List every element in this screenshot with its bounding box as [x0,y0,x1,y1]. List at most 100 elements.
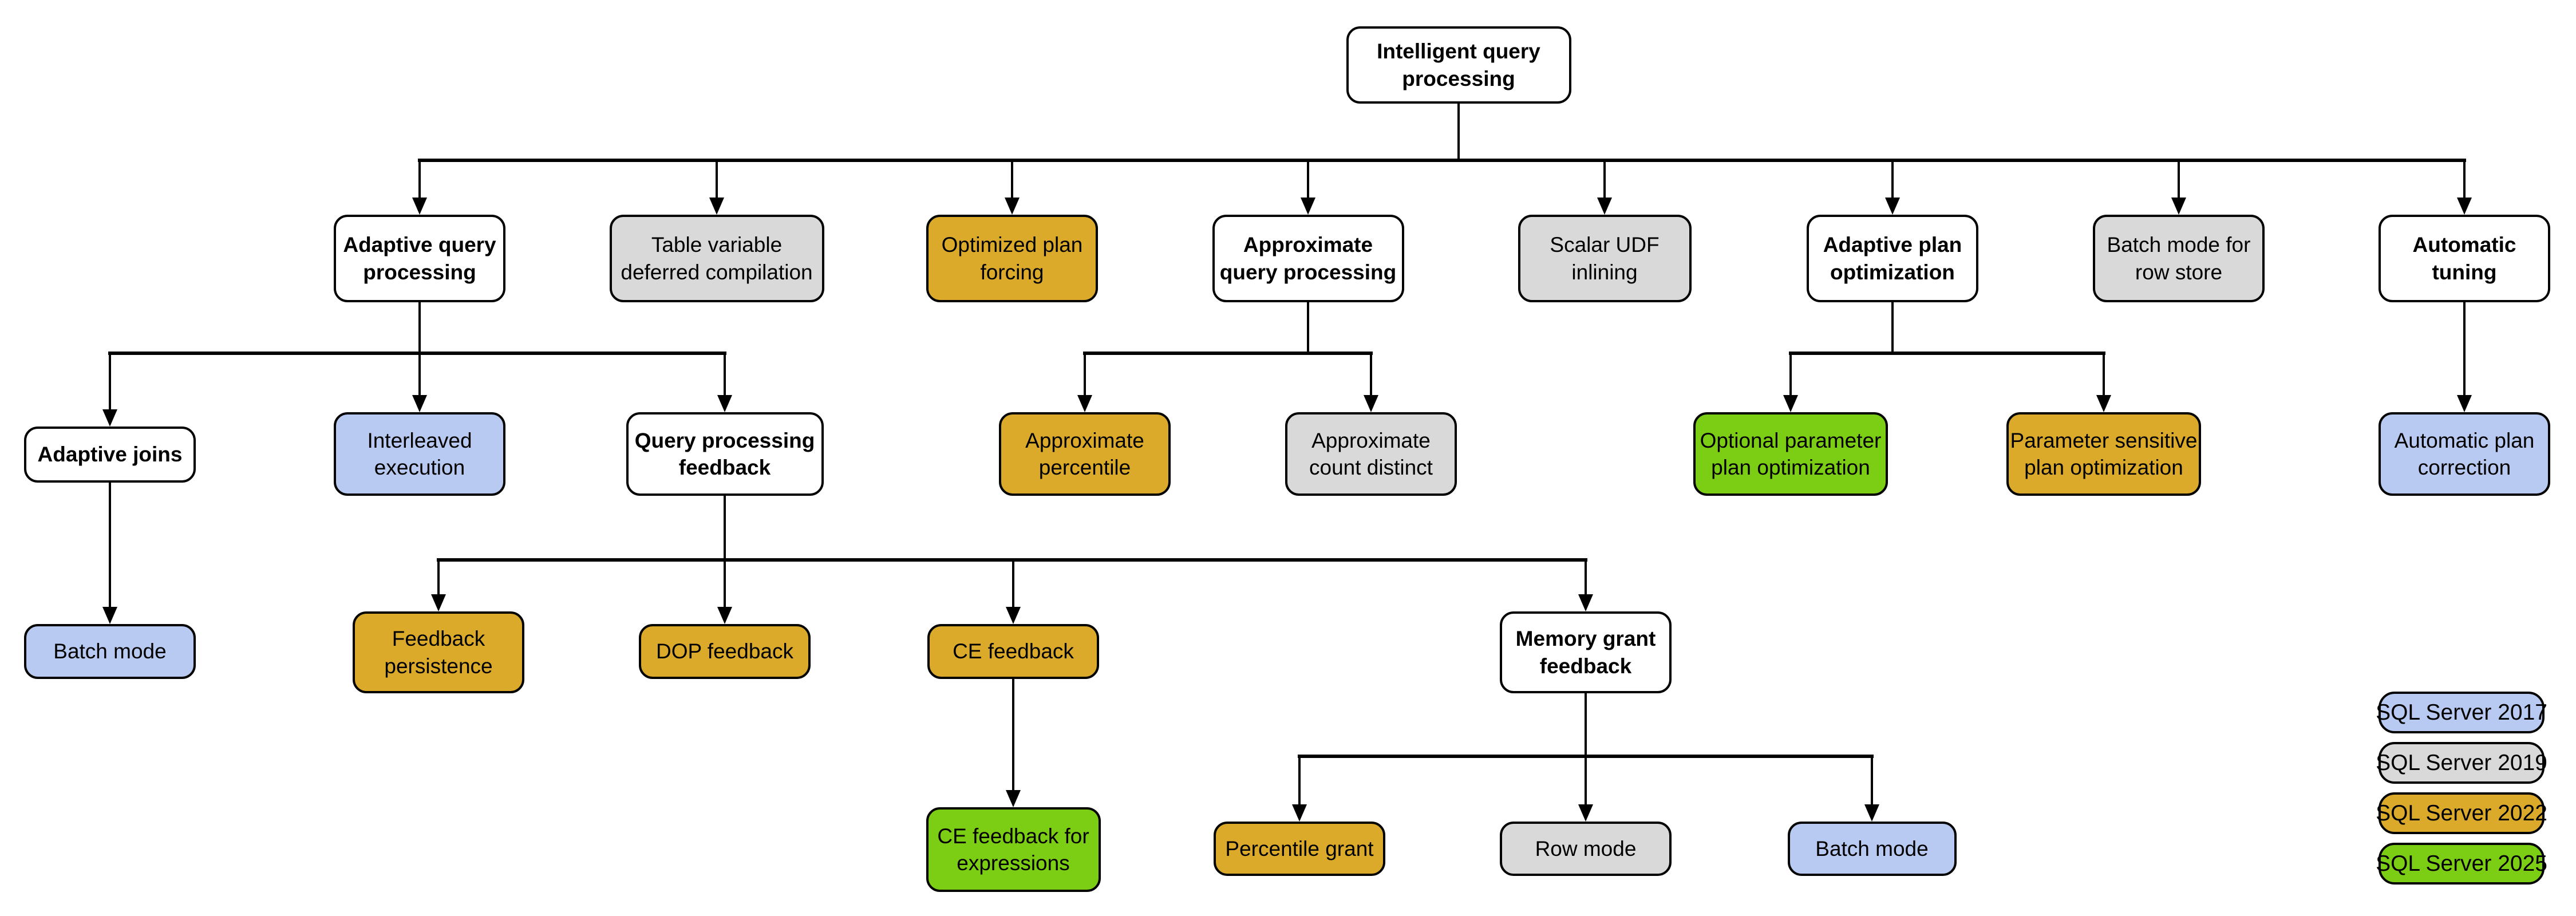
node-label: Automatic plan correction [2394,428,2535,479]
arrowhead-down-icon [1864,804,1879,822]
connector-line [2463,160,2466,200]
legend-item-sql-server-2017: SQL Server 2017 [2376,692,2547,733]
arrowhead-down-icon [2457,198,2472,215]
connector-line [1012,560,1014,609]
node-label: Intelligent query processing [1377,40,1540,90]
connector-line [724,353,726,397]
arrowhead-down-icon [717,607,732,624]
node-label: CE feedback for expressions [937,824,1089,875]
node-label: Batch mode for row store [2107,233,2251,284]
connector-line [437,560,440,597]
arrowhead-down-icon [412,395,427,412]
node-table-variable-deferred-compilation: Table variable deferred compilation [609,215,824,302]
connector-line [418,159,2466,162]
node-row-mode: Row mode [1500,822,1672,876]
connector-line [1585,560,1587,597]
connector-line [1871,756,1873,807]
connector-line [109,550,111,609]
node-label: Percentile grant [1225,836,1374,860]
arrowhead-down-icon [1292,804,1307,822]
arrowhead-down-icon [1301,198,1315,215]
connector-line [716,160,718,200]
legend-item-sql-server-2019: SQL Server 2019 [2376,742,2547,784]
connector-line [2178,160,2180,200]
arrowhead-down-icon [1006,790,1021,807]
arrowhead-down-icon [2096,395,2111,412]
node-label: Approximate query processing [1219,233,1397,284]
node-percentile-grant: Percentile grant [1214,822,1385,876]
node-label: Feedback persistence [384,627,493,678]
connector-line [1307,160,1309,200]
node-label: Optional parameter plan optimization [1700,428,1882,479]
arrowhead-down-icon [1578,804,1593,822]
connector-line [1012,744,1014,792]
connector-line [1789,352,2105,355]
arrowhead-down-icon [2171,198,2186,215]
node-batch-mode-for-row-store: Batch mode for row store [2093,215,2265,302]
node-label: Parameter sensitive plan optimization [2010,428,2198,479]
node-query-processing-feedback: Query processing feedback [626,412,824,496]
node-label: Interleaved execution [367,428,472,479]
arrowhead-down-icon [1597,198,1612,215]
node-label: Batch mode [53,639,167,664]
node-dop-feedback: DOP feedback [639,624,811,679]
connector-line [2463,302,2466,353]
connector-line [418,302,421,353]
node-interleaved-execution: Interleaved execution [334,412,505,496]
node-label: Optimized plan forcing [941,233,1083,284]
connector-line [1891,160,1894,200]
legend-label: SQL Server 2025 [2376,851,2547,876]
arrowhead-down-icon [1006,607,1021,624]
connector-line [2103,353,2105,397]
node-label: Scalar UDF inlining [1550,233,1660,284]
arrowhead-down-icon [1005,198,1020,215]
arrowhead-down-icon [1783,395,1798,412]
node-adaptive-joins: Adaptive joins [24,427,196,483]
node-automatic-tuning: Automatic tuning [2379,215,2550,302]
node-approximate-count-distinct: Approximate count distinct [1285,412,1457,496]
node-label: Adaptive plan optimization [1823,233,1962,284]
node-optimized-plan-forcing: Optimized plan forcing [926,215,1098,302]
arrowhead-down-icon [1885,198,1900,215]
node-label: Memory grant feedback [1515,627,1656,678]
node-label: Row mode [1535,836,1637,860]
connector-line [1457,104,1460,160]
connector-line [1603,160,1606,200]
node-feedback-persistence: Feedback persistence [353,611,524,693]
connector-line [1370,353,1372,397]
node-label: Query processing feedback [634,428,815,479]
connector-line [1891,302,1894,353]
arrowhead-down-icon [102,409,117,427]
node-batch-mode: Batch mode [24,624,196,679]
node-label: Batch mode [1815,836,1929,860]
arrowhead-down-icon [1578,594,1593,611]
node-label: Table variable deferred compilation [621,233,813,284]
node-label: Approximate percentile [1025,428,1144,479]
arrowhead-down-icon [431,594,446,611]
arrowhead-down-icon [709,198,724,215]
node-label: Automatic tuning [2412,233,2516,284]
connector-line [109,353,111,412]
node-parameter-sensitive-plan-optimization: Parameter sensitive plan optimization [2006,412,2201,496]
connector-line [108,352,726,355]
connector-line [724,496,726,560]
node-approximate-query-processing: Approximate query processing [1212,215,1404,302]
arrowhead-down-icon [1077,395,1092,412]
node-label: CE feedback [953,639,1074,664]
node-ce-feedback: CE feedback [927,624,1099,679]
connector-line [1011,160,1013,200]
node-intelligent-query-processing: Intelligent query processing [1346,26,1571,104]
arrowhead-down-icon [717,395,732,412]
arrowhead-down-icon [102,607,117,624]
arrowhead-down-icon [2457,395,2472,412]
arrowhead-down-icon [412,198,427,215]
node-automatic-plan-correction: Automatic plan correction [2379,412,2550,496]
arrowhead-down-icon [1364,395,1378,412]
node-label: Adaptive joins [37,443,183,467]
connector-line [418,160,421,200]
node-scalar-udf-inlining: Scalar UDF inlining [1518,215,1692,302]
connector-line [1084,353,1086,397]
connector-line [1585,693,1587,756]
legend-label: SQL Server 2019 [2376,750,2547,775]
